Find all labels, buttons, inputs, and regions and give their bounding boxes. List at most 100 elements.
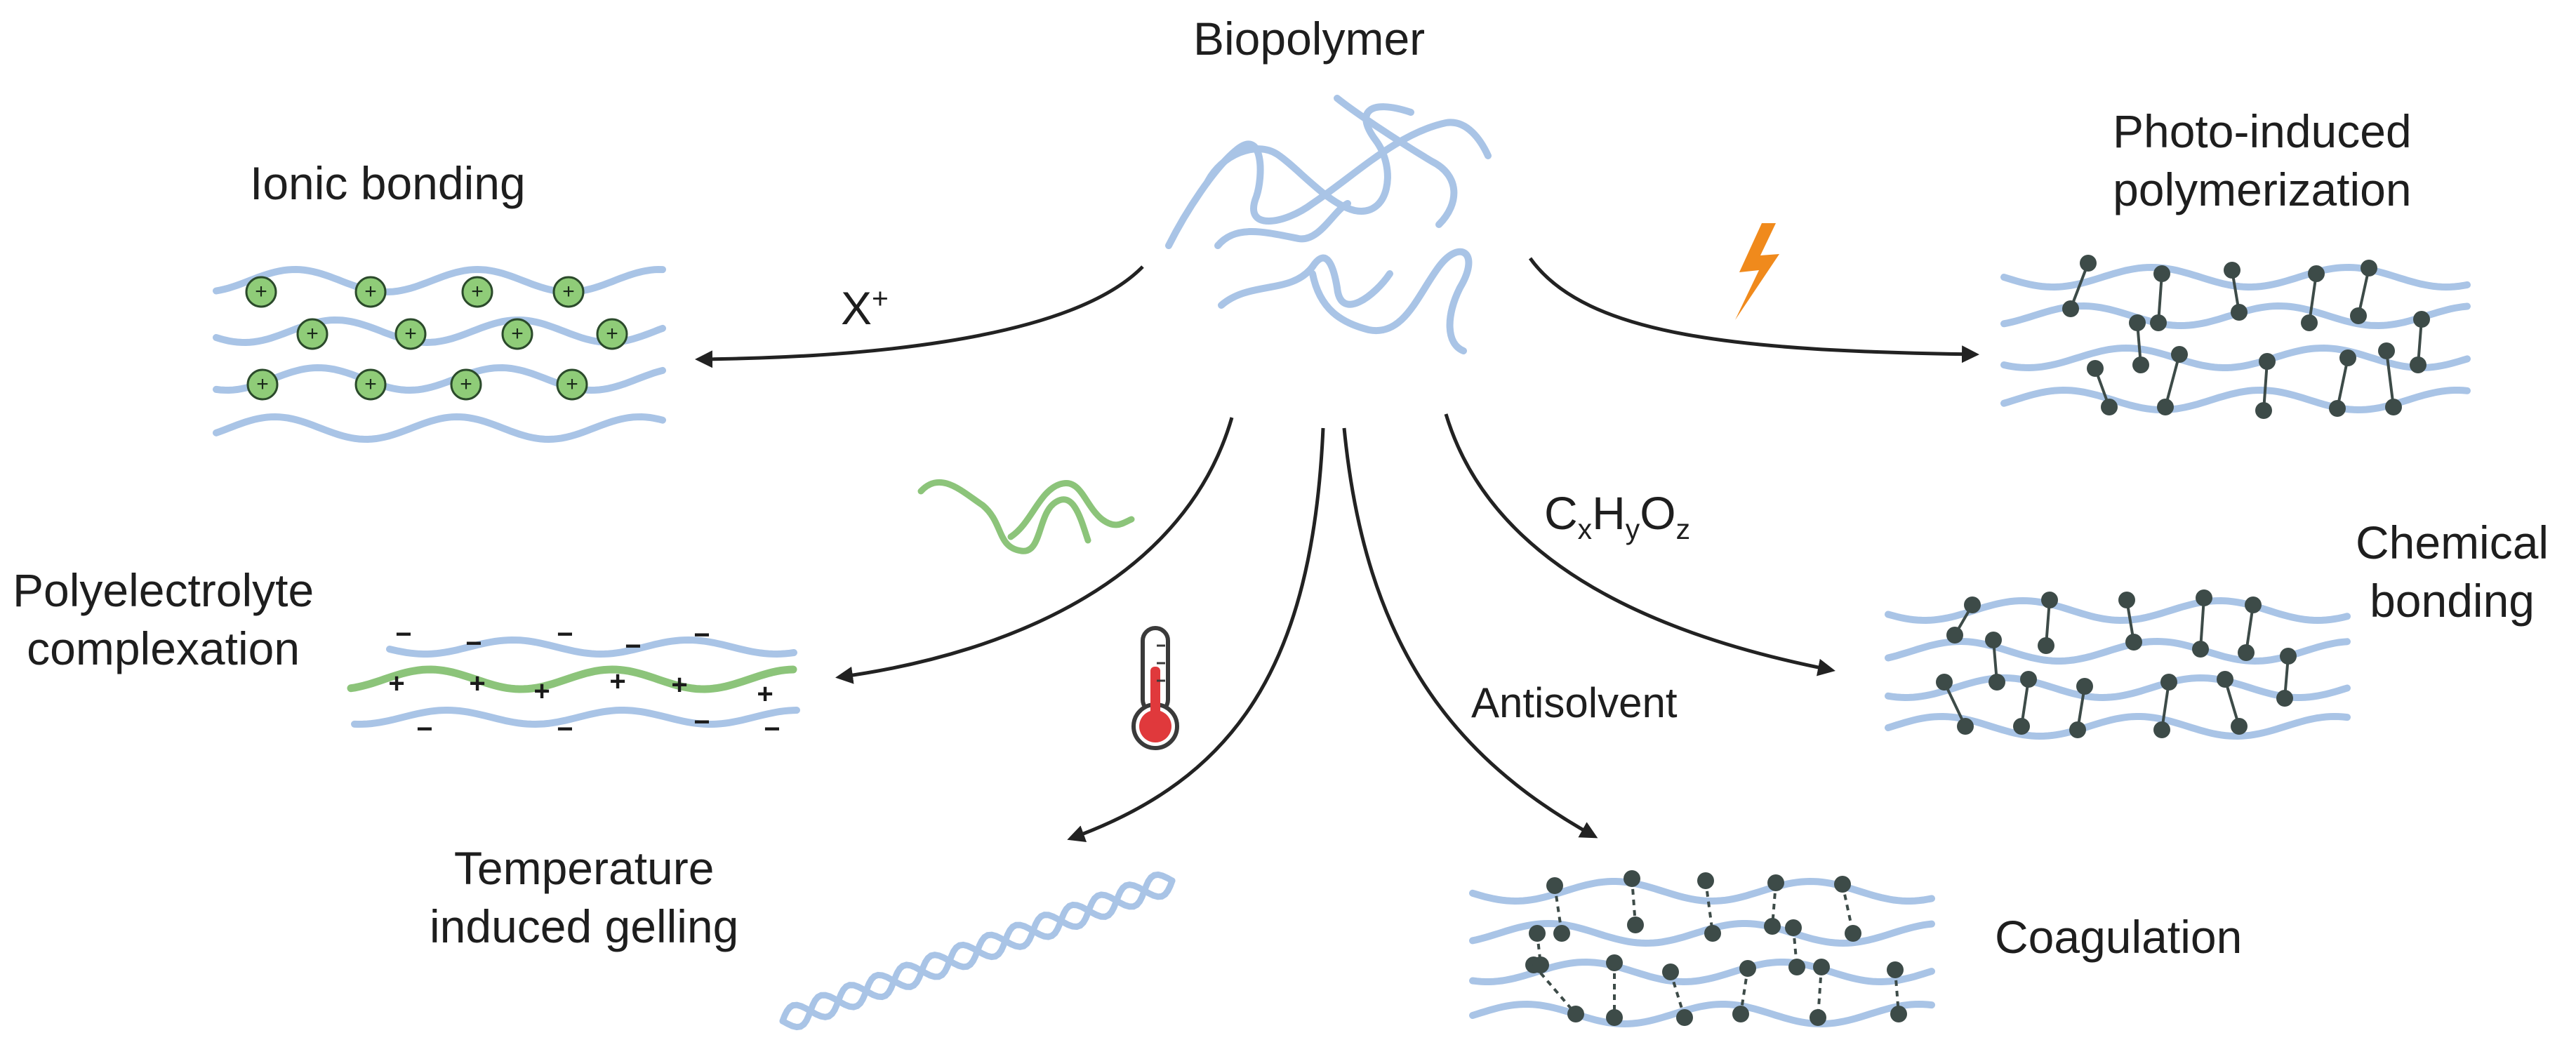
crosslink-node bbox=[1810, 1009, 1826, 1026]
photo-label-line2: polymerization bbox=[2113, 163, 2412, 215]
polycation-chain bbox=[347, 665, 797, 693]
coagulation-chain bbox=[1469, 919, 1935, 947]
crosslink-node bbox=[2132, 356, 2149, 373]
crosslink-node bbox=[2087, 360, 2104, 377]
crosslink-node bbox=[2196, 589, 2212, 606]
crosslink-node bbox=[1532, 956, 1549, 973]
crosslink-node bbox=[2259, 353, 2276, 370]
crosslink-node bbox=[2129, 314, 2146, 331]
cation-charge: + bbox=[364, 280, 377, 303]
thermometer-bulb bbox=[1139, 710, 1171, 742]
ionic-chain bbox=[213, 316, 666, 347]
negative-charge: − bbox=[764, 714, 780, 745]
temperature-label-line2: induced gelling bbox=[430, 900, 739, 952]
polyanion-chain bbox=[386, 636, 797, 658]
crosslink-node bbox=[1767, 874, 1784, 891]
ionic-chain bbox=[213, 265, 666, 296]
chemical-chain bbox=[1885, 674, 2351, 702]
thermometer-icon bbox=[1131, 626, 1179, 750]
chemical-chain bbox=[1885, 596, 2351, 625]
biopolymer-strand bbox=[1309, 248, 1473, 354]
chemical-chain bbox=[1885, 637, 2351, 665]
crosslink-node bbox=[2101, 399, 2118, 415]
crosslink-node bbox=[1964, 596, 1981, 613]
weak-crosslink bbox=[1553, 885, 1563, 934]
crosslink-node bbox=[2231, 304, 2248, 321]
crosslink-node bbox=[2378, 342, 2395, 359]
temperature-label-line1: Temperature bbox=[453, 842, 715, 894]
arrow-to-ionic-bonding bbox=[695, 265, 1144, 368]
crosslink-node bbox=[2385, 399, 2402, 415]
helix-strand-b bbox=[779, 877, 1176, 1025]
cation bbox=[354, 276, 387, 308]
crosslink-node bbox=[2020, 671, 2037, 688]
crosslink-node bbox=[2076, 678, 2093, 695]
negative-charge: − bbox=[416, 714, 432, 745]
crosslink-node bbox=[2080, 255, 2097, 272]
thermometer-mercury bbox=[1150, 667, 1160, 723]
crosslink-node bbox=[1606, 954, 1623, 971]
crosslink-node bbox=[2153, 265, 2170, 282]
coagulation-chain bbox=[1469, 1000, 1935, 1028]
arrow-to-photo-polymerization bbox=[1528, 257, 1979, 364]
antisolvent-reagent-label: Antisolvent bbox=[1471, 679, 1678, 726]
crosslink-node bbox=[1567, 1006, 1584, 1022]
cation-charge: + bbox=[364, 373, 377, 396]
weak-crosslink bbox=[1631, 878, 1637, 926]
crosslink-node bbox=[1985, 632, 2002, 648]
coagulation-label: Coagulation bbox=[1995, 911, 2243, 963]
crosslink-node bbox=[1764, 918, 1781, 935]
cation-charge: + bbox=[471, 280, 484, 303]
crosslink-node bbox=[1845, 925, 1861, 942]
crosslink-node bbox=[2350, 307, 2367, 324]
cation-charge: + bbox=[460, 373, 472, 396]
crosslink-node bbox=[2125, 634, 2142, 651]
positive-charge: + bbox=[671, 669, 687, 700]
ionic-bonding-label: Ionic bonding bbox=[250, 157, 526, 209]
polyanion-chain bbox=[351, 706, 800, 728]
ionic-chain bbox=[213, 364, 666, 394]
ionic-chain bbox=[213, 413, 666, 444]
photo-label-line1: Photo-induced bbox=[2113, 105, 2412, 157]
polyelectrolyte-label-line2: complexation bbox=[27, 622, 300, 674]
cation bbox=[501, 318, 533, 350]
green-chain-strand bbox=[917, 479, 1091, 554]
cation bbox=[246, 368, 279, 401]
crosslink-node bbox=[1739, 960, 1756, 977]
arrow-to-temperature-gelling bbox=[1067, 427, 1325, 842]
ionic-reagent-label: X+ bbox=[841, 282, 889, 334]
arrow-to-chemical-bonding bbox=[1444, 413, 1835, 676]
cation bbox=[552, 276, 585, 308]
cation bbox=[354, 368, 387, 401]
crosslink-node bbox=[1946, 627, 1963, 644]
coagulation-chain bbox=[1469, 958, 1935, 986]
cation bbox=[461, 276, 493, 308]
crosslink-node bbox=[2157, 399, 2174, 415]
weak-crosslink bbox=[1841, 884, 1854, 934]
crosslink bbox=[2336, 357, 2349, 409]
crosslink-node bbox=[2238, 644, 2255, 661]
crosslink-node bbox=[2160, 674, 2177, 691]
cation bbox=[450, 368, 482, 401]
cation bbox=[245, 276, 277, 308]
crosslink-node bbox=[2062, 300, 2079, 317]
cation bbox=[296, 318, 328, 350]
cation-charge: + bbox=[562, 280, 575, 303]
photo-chain bbox=[2000, 344, 2471, 372]
crosslink-node bbox=[2413, 311, 2430, 328]
crosslink-node bbox=[1627, 916, 1644, 933]
photo-polymerization-label: Photo-induced polymerization bbox=[2113, 102, 2412, 218]
crosslink bbox=[2164, 354, 2181, 408]
crosslink-node bbox=[2329, 400, 2346, 417]
biopolymer-strand bbox=[1204, 103, 1414, 215]
positive-charge: + bbox=[469, 668, 485, 699]
crosslink-node bbox=[1546, 877, 1563, 894]
crosslink-node bbox=[2231, 718, 2248, 735]
crosslink-node bbox=[2301, 314, 2318, 331]
negative-charge: − bbox=[395, 619, 411, 650]
crosslink-node bbox=[2038, 637, 2054, 654]
biopolymer-title: Biopolymer bbox=[1193, 13, 1426, 65]
positive-charge: + bbox=[757, 679, 773, 709]
crosslink-node bbox=[1662, 964, 1679, 980]
